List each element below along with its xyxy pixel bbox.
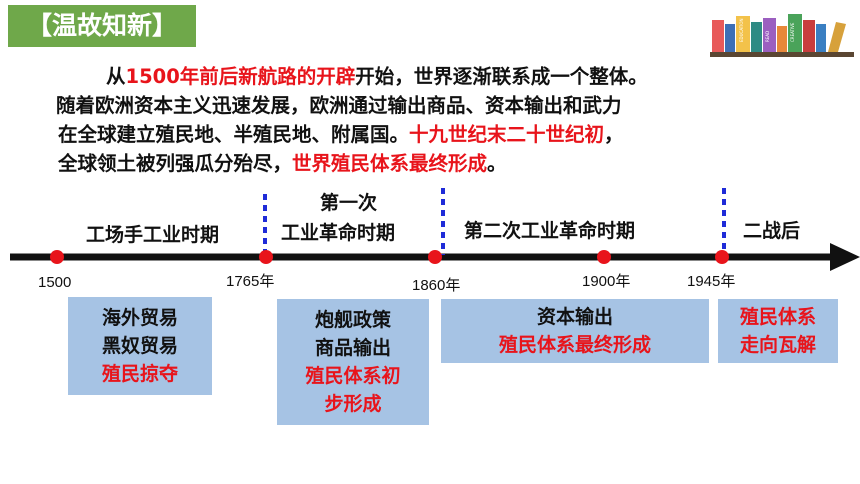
intro-line: 全球领土被列强瓜分殆尽，世界殖民体系最终形成。 — [58, 149, 858, 178]
box-line: 商品输出 — [314, 337, 391, 359]
year-1765: 1765年 — [226, 273, 275, 290]
intro-text: 。 — [487, 152, 507, 175]
books-illustration: EDUCATION READ CREATIVE — [710, 14, 854, 57]
box-line: 殖民体系 — [739, 306, 816, 328]
box-line: 炮舰政策 — [314, 309, 391, 331]
intro-text: ， — [604, 123, 624, 146]
highlight-text: 世界殖民体系最终形成 — [292, 152, 488, 175]
box-early-colonial: 海外贸易 黑奴贸易 殖民掠夺 — [68, 297, 212, 395]
year-1500: 1500 — [38, 274, 72, 291]
year-1945: 1945年 — [687, 273, 736, 290]
timeline-arrowhead — [830, 243, 860, 271]
box-line: 走向瓦解 — [739, 334, 816, 356]
period-first-industrial-line2: 工业革命时期 — [281, 222, 396, 244]
intro-line: 从1500年前后新航路的开辟开始，世界逐渐联系成一个整体。 — [58, 62, 858, 91]
box-line: 殖民掠夺 — [101, 363, 178, 385]
box-post-ww2: 殖民体系 走向瓦解 — [718, 299, 838, 363]
box-line: 殖民体系初 — [305, 365, 401, 387]
intro-line: 随着欧洲资本主义迅速发展，欧洲通过输出商品、资本输出和武力 — [56, 91, 858, 120]
intro-text: 开始，世界逐渐联系成一个整体。 — [355, 65, 648, 88]
intro-text: 随着欧洲资本主义迅速发展，欧洲通过输出商品、资本输出和武力 — [56, 94, 622, 117]
box-line: 海外贸易 — [101, 307, 178, 329]
box-first-industrial: 炮舰政策 商品输出 殖民体系初 步形成 — [277, 299, 429, 425]
section-title: 【温故知新】 — [8, 5, 196, 47]
box-second-industrial: 资本输出 殖民体系最终形成 — [441, 299, 709, 363]
intro-text: 从 — [106, 65, 126, 88]
period-first-industrial-line1: 第一次 — [320, 192, 378, 214]
intro-line: 在全球建立殖民地、半殖民地、附属国。十九世纪末二十世纪初， — [58, 120, 858, 149]
period-manual-workshop: 工场手工业时期 — [86, 224, 220, 246]
period-post-ww2: 二战后 — [743, 220, 801, 242]
book-label: CREATIVE — [790, 22, 795, 42]
intro-text: 在全球建立殖民地、半殖民地、附属国。 — [58, 123, 410, 146]
highlight-text: 1500年前后新航路的开辟 — [125, 65, 356, 88]
year-1900: 1900年 — [582, 273, 631, 290]
intro-paragraph: 从1500年前后新航路的开辟开始，世界逐渐联系成一个整体。 随着欧洲资本主义迅速… — [56, 62, 858, 178]
book-label: READ — [765, 31, 770, 42]
timeline-dot-1860 — [428, 250, 442, 264]
timeline-dot-1500 — [50, 250, 64, 264]
highlight-text: 十九世纪末二十世纪初 — [409, 123, 605, 146]
box-line: 资本输出 — [536, 306, 613, 328]
year-1860: 1860年 — [412, 277, 461, 294]
timeline-dot-1765 — [259, 250, 273, 264]
book-label: EDUCATION — [739, 18, 744, 42]
box-line: 黑奴贸易 — [101, 335, 178, 357]
box-line: 殖民体系最终形成 — [498, 334, 651, 356]
period-second-industrial: 第二次工业革命时期 — [464, 220, 636, 242]
intro-text: 全球领土被列强瓜分殆尽， — [58, 152, 293, 175]
box-line: 步形成 — [324, 393, 382, 415]
timeline-dot-1900 — [597, 250, 611, 264]
timeline-dot-1945 — [715, 250, 729, 264]
